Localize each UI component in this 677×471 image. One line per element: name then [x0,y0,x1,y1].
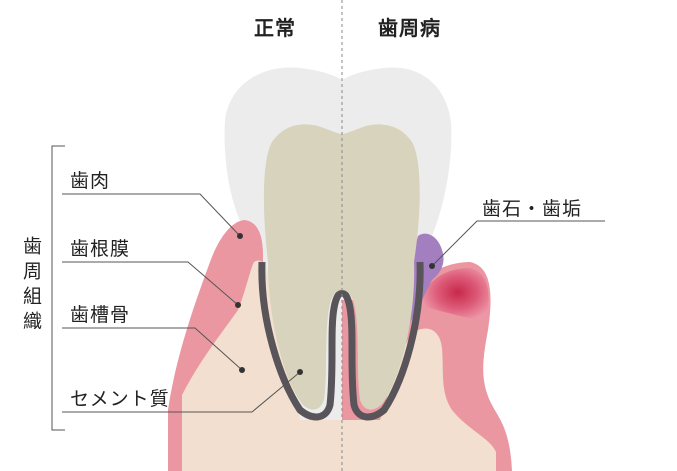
label-alveolar-bone: 歯槽骨 [70,304,131,326]
leader-gingiva [62,193,241,237]
label-cementum: セメント質 [70,388,170,410]
dot-calculus [429,263,435,269]
leader-cementum [62,371,301,413]
periodontal-bracket [51,145,65,431]
inflamed-gum-spot [420,268,489,322]
normal-side [168,220,342,471]
dot-gingiva [237,233,243,239]
group-label-periodontal-tissue: 歯周組織 [20,236,42,336]
label-calculus-plaque: 歯石・歯垢 [482,198,583,220]
heading-periodontitis: 歯周病 [378,16,441,40]
leader-calculus [431,220,605,267]
disease-bone [342,328,496,471]
dot-bone [239,367,245,373]
label-periodontal-ligament: 歯根膜 [70,238,131,260]
dot-cementum [297,369,303,375]
normal-bone [182,260,342,471]
heading-normal: 正常 [254,16,296,40]
leader-dots [235,233,435,375]
root-outline [258,261,424,421]
leader-bone [62,327,243,371]
label-gingiva: 歯肉 [70,170,111,192]
leader-ligament [62,261,239,306]
dot-ligament [235,302,241,308]
leader-lines [62,193,605,413]
